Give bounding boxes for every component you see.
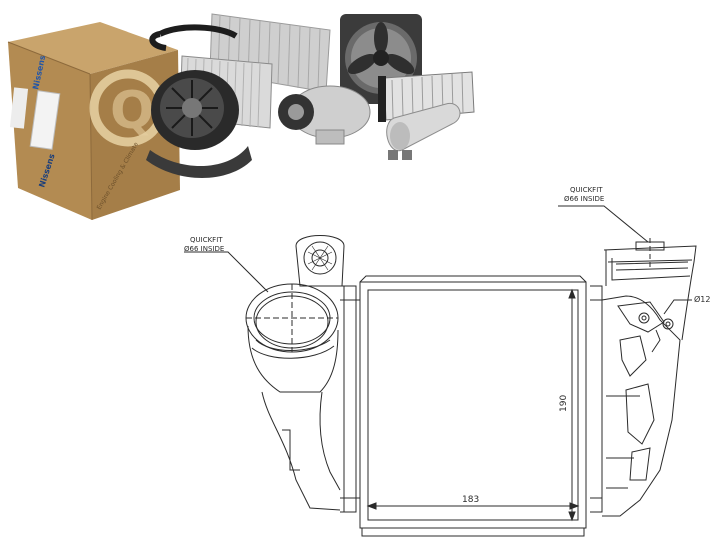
mount-bracket <box>295 235 345 287</box>
drier-photo <box>386 102 461 160</box>
dimension-height <box>568 288 576 522</box>
box-logo-letter: Q <box>110 81 154 141</box>
leader-right <box>558 205 649 243</box>
callout-left-line1: QUICKFIT <box>190 236 223 244</box>
blower-motor-photo <box>146 70 252 178</box>
nissens-box: Q Nissens Nissens Engine Cooling & Clima… <box>7 22 180 221</box>
dimension-width-label: 183 <box>462 495 479 505</box>
compressor-photo <box>278 85 371 145</box>
dimension-hole-label: Ø12 <box>694 294 710 304</box>
fan-photo <box>340 14 422 104</box>
intercooler-drawing <box>184 205 697 537</box>
callout-left-line2: Ø66 INSIDE <box>184 245 224 253</box>
dimension-height-label: 190 <box>559 395 569 412</box>
right-tank <box>590 238 697 517</box>
left-inlet <box>245 283 341 511</box>
callout-right-line1: QUICKFIT <box>570 186 603 194</box>
leader-left <box>184 251 269 293</box>
leader-hole <box>663 299 692 315</box>
callout-right-line2: Ø66 INSIDE <box>564 195 604 203</box>
core-outline <box>359 281 587 529</box>
